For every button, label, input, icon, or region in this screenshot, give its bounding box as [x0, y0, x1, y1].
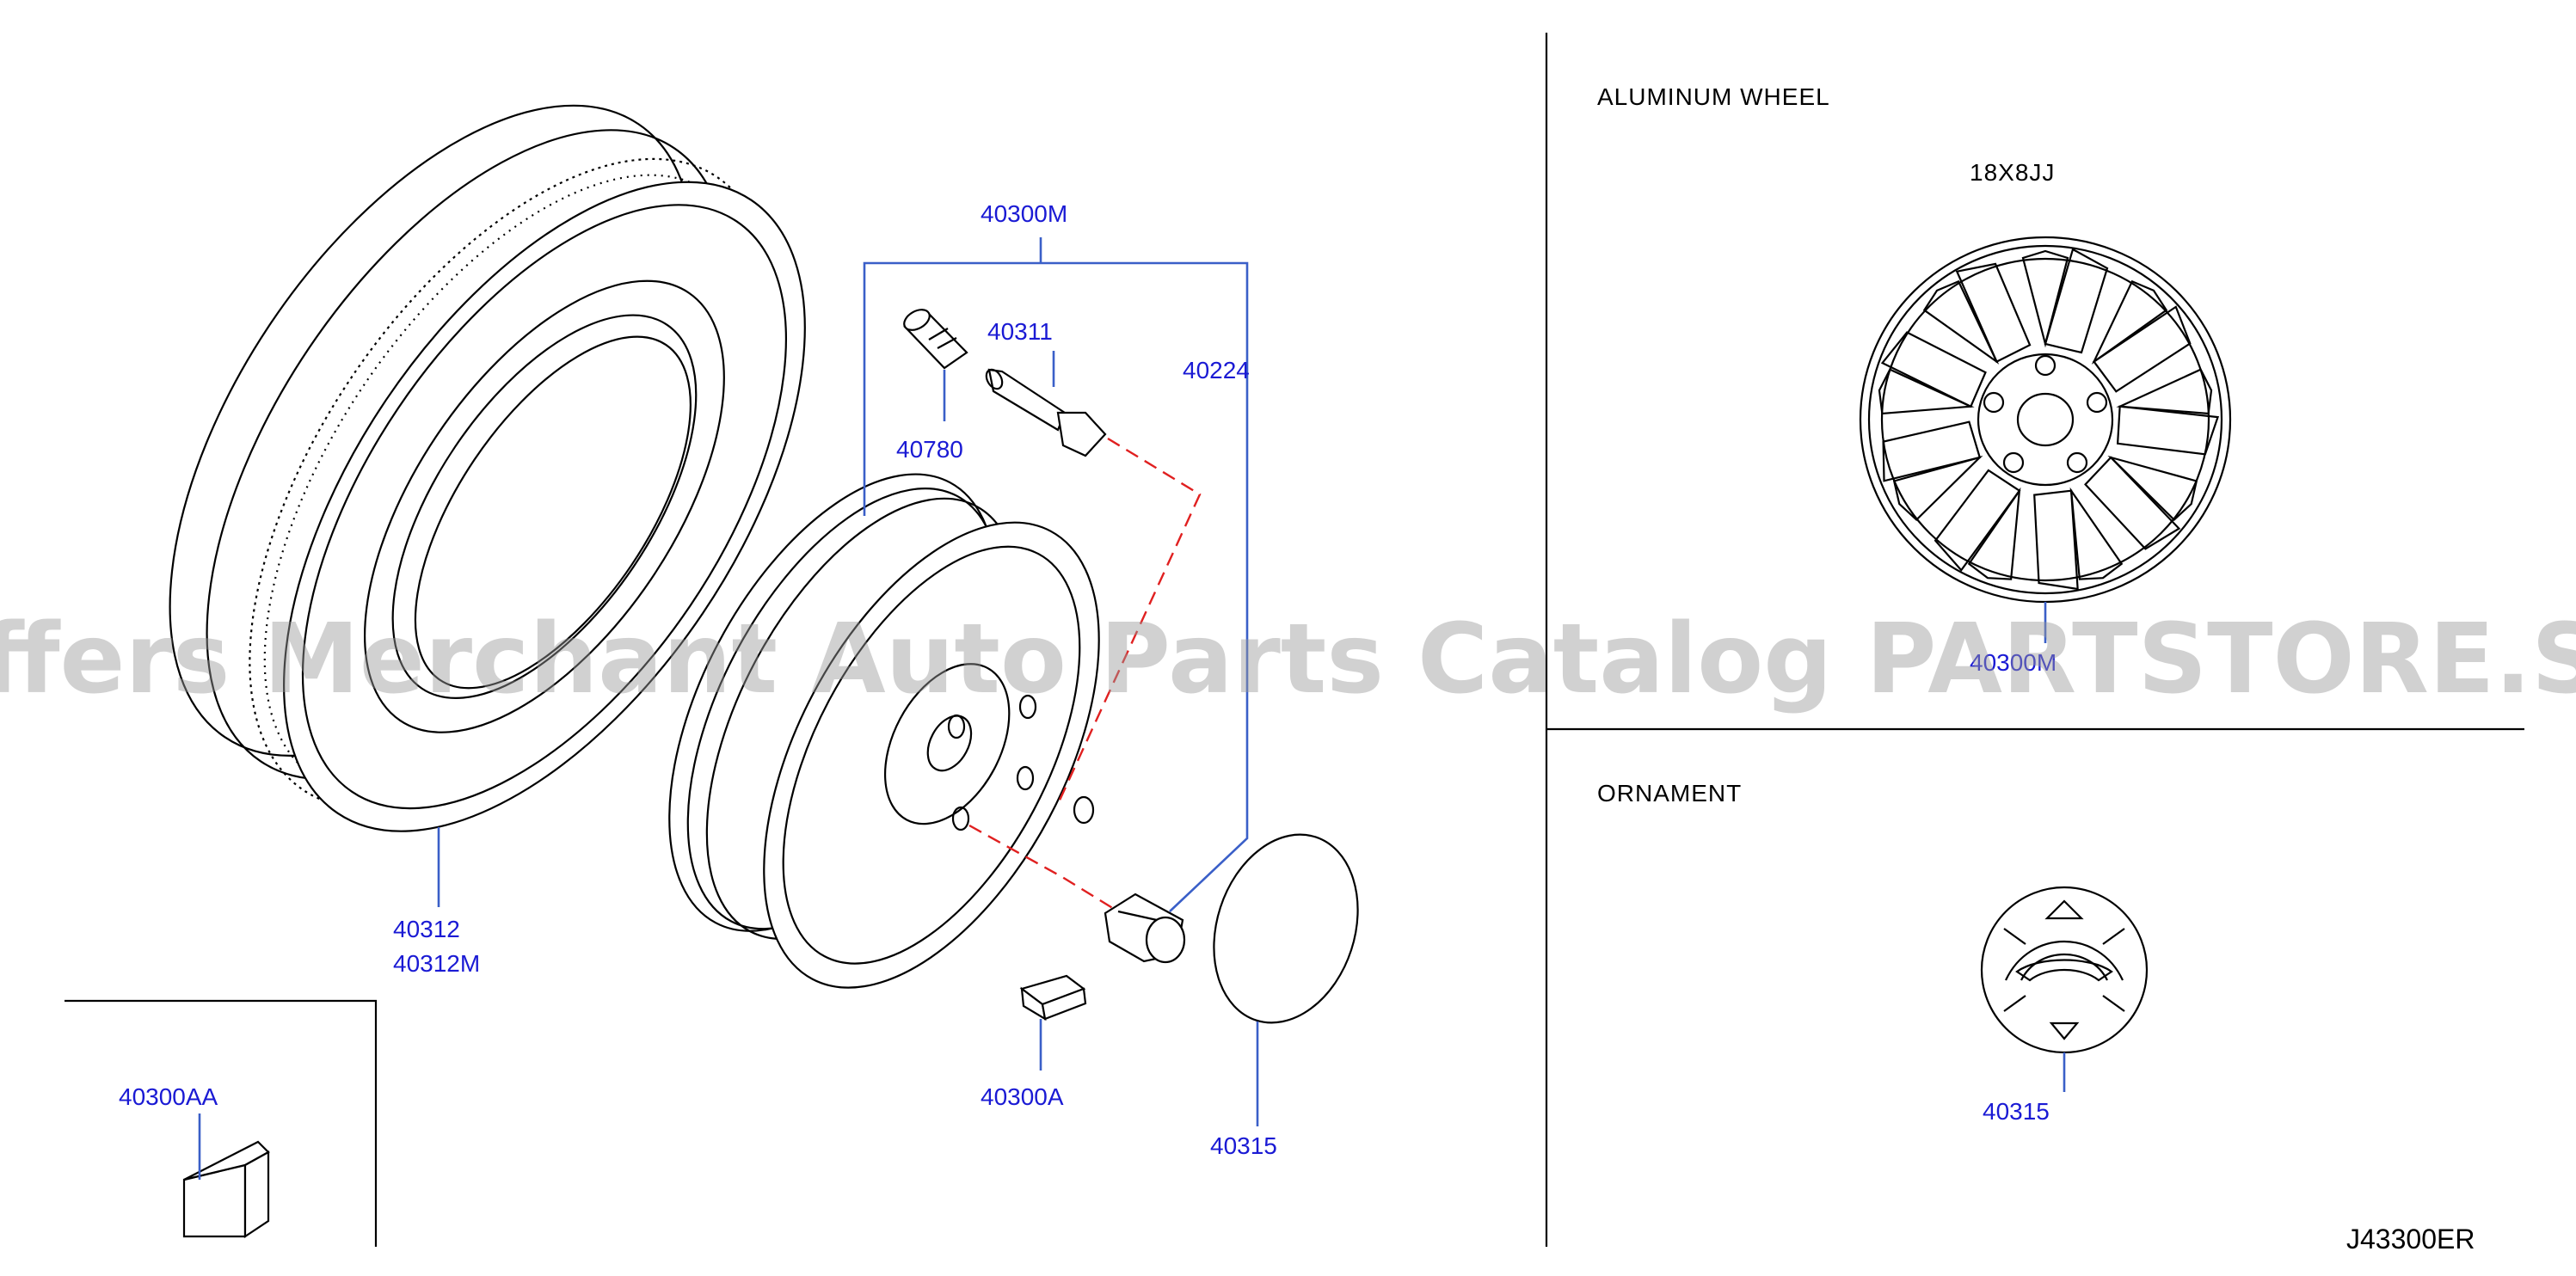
aluminum-wheel-heading: ALUMINUM WHEEL	[1597, 83, 1830, 110]
part-label-hub-cap[interactable]: 40315	[1210, 1132, 1277, 1159]
steel-wheel-illustration	[668, 473, 1119, 989]
part-label-valve[interactable]: 40311	[987, 318, 1053, 345]
wheel-nut-illustration	[1104, 893, 1186, 964]
balance-weight-illustration	[1019, 974, 1087, 1021]
balance-weight-aa-illustration	[182, 1140, 270, 1239]
section-dividers	[65, 33, 2524, 1247]
wheel-size-label: 18X8JJ	[1970, 159, 2055, 186]
part-label-aluminum-wheel[interactable]: 40300M	[1970, 649, 2056, 676]
diagram-code: J43300ER	[2346, 1224, 2475, 1255]
tire-illustration	[169, 104, 806, 832]
part-label-valve-cap[interactable]: 40780	[896, 436, 963, 463]
part-label-ornament[interactable]: 40315	[1983, 1098, 2050, 1125]
leader-lines	[198, 237, 2066, 1180]
assy-bracket	[863, 261, 1249, 912]
valve-dashed-line	[1056, 437, 1202, 805]
hub-cap-illustration	[1213, 833, 1359, 1024]
part-label-nut[interactable]: 40224	[1183, 357, 1250, 383]
aluminum-wheel-illustration	[1859, 236, 2232, 604]
valve-illustration	[985, 368, 1202, 805]
part-label-assy-wheel[interactable]: 40300M	[981, 200, 1067, 227]
part-label-balance-weight[interactable]: 40300A	[981, 1083, 1064, 1110]
ornament-illustration	[1980, 886, 2149, 1054]
part-label-tire[interactable]: 40312	[393, 916, 460, 942]
ornament-heading: ORNAMENT	[1597, 780, 1742, 807]
part-label-balance-weight-aa[interactable]: 40300AA	[119, 1083, 218, 1110]
watermark-text: Offers Merchant Auto Parts Catalog PARTS…	[0, 604, 2576, 715]
inset-box-border	[65, 999, 378, 1247]
valve-cap-illustration	[903, 309, 968, 370]
part-label-tire-alt[interactable]: 40312M	[393, 950, 480, 977]
